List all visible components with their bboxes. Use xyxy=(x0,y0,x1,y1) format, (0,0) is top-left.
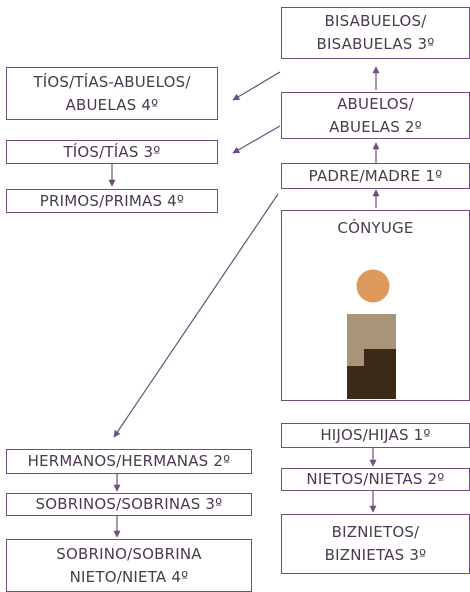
node-padre: PADRE/MADRE 1º xyxy=(281,163,470,189)
person-head xyxy=(356,269,390,303)
node-hermanos: HERMANOS/HERMANAS 2º xyxy=(6,449,252,474)
conyuge-label: CÓNYUGE xyxy=(337,219,414,237)
node-hijos: HIJOS/HIJAS 1º xyxy=(281,423,470,448)
node-primos: PRIMOS/PRIMAS 4º xyxy=(6,189,218,213)
node-sobrinos: SOBRINOS/SOBRINAS 3º xyxy=(6,493,252,516)
person-body-dark xyxy=(347,349,396,399)
arrow-padre-to-hermanos xyxy=(113,193,279,438)
arrow-to-tios xyxy=(232,125,281,154)
node-abuelos: ABUELOS/ ABUELAS 2º xyxy=(281,92,470,139)
node-bisabuelos: BISABUELOS/ BISABUELAS 3º xyxy=(281,7,470,59)
arrow-to-tios-abuelos xyxy=(232,71,281,101)
person-icon xyxy=(347,269,396,399)
node-tios-abuelos: TÍOS/TÍAS-ABUELOS/ ABUELAS 4º xyxy=(6,67,218,120)
node-conyuge: CÓNYUGE xyxy=(281,210,470,401)
node-tios: TÍOS/TÍAS 3º xyxy=(6,140,218,164)
node-sobrino-nieto: SOBRINO/SOBRINA NIETO/NIETA 4º xyxy=(6,539,252,592)
node-biznietos: BIZNIETOS/ BIZNIETAS 3º xyxy=(281,514,470,574)
node-nietos: NIETOS/NIETAS 2º xyxy=(281,468,470,491)
